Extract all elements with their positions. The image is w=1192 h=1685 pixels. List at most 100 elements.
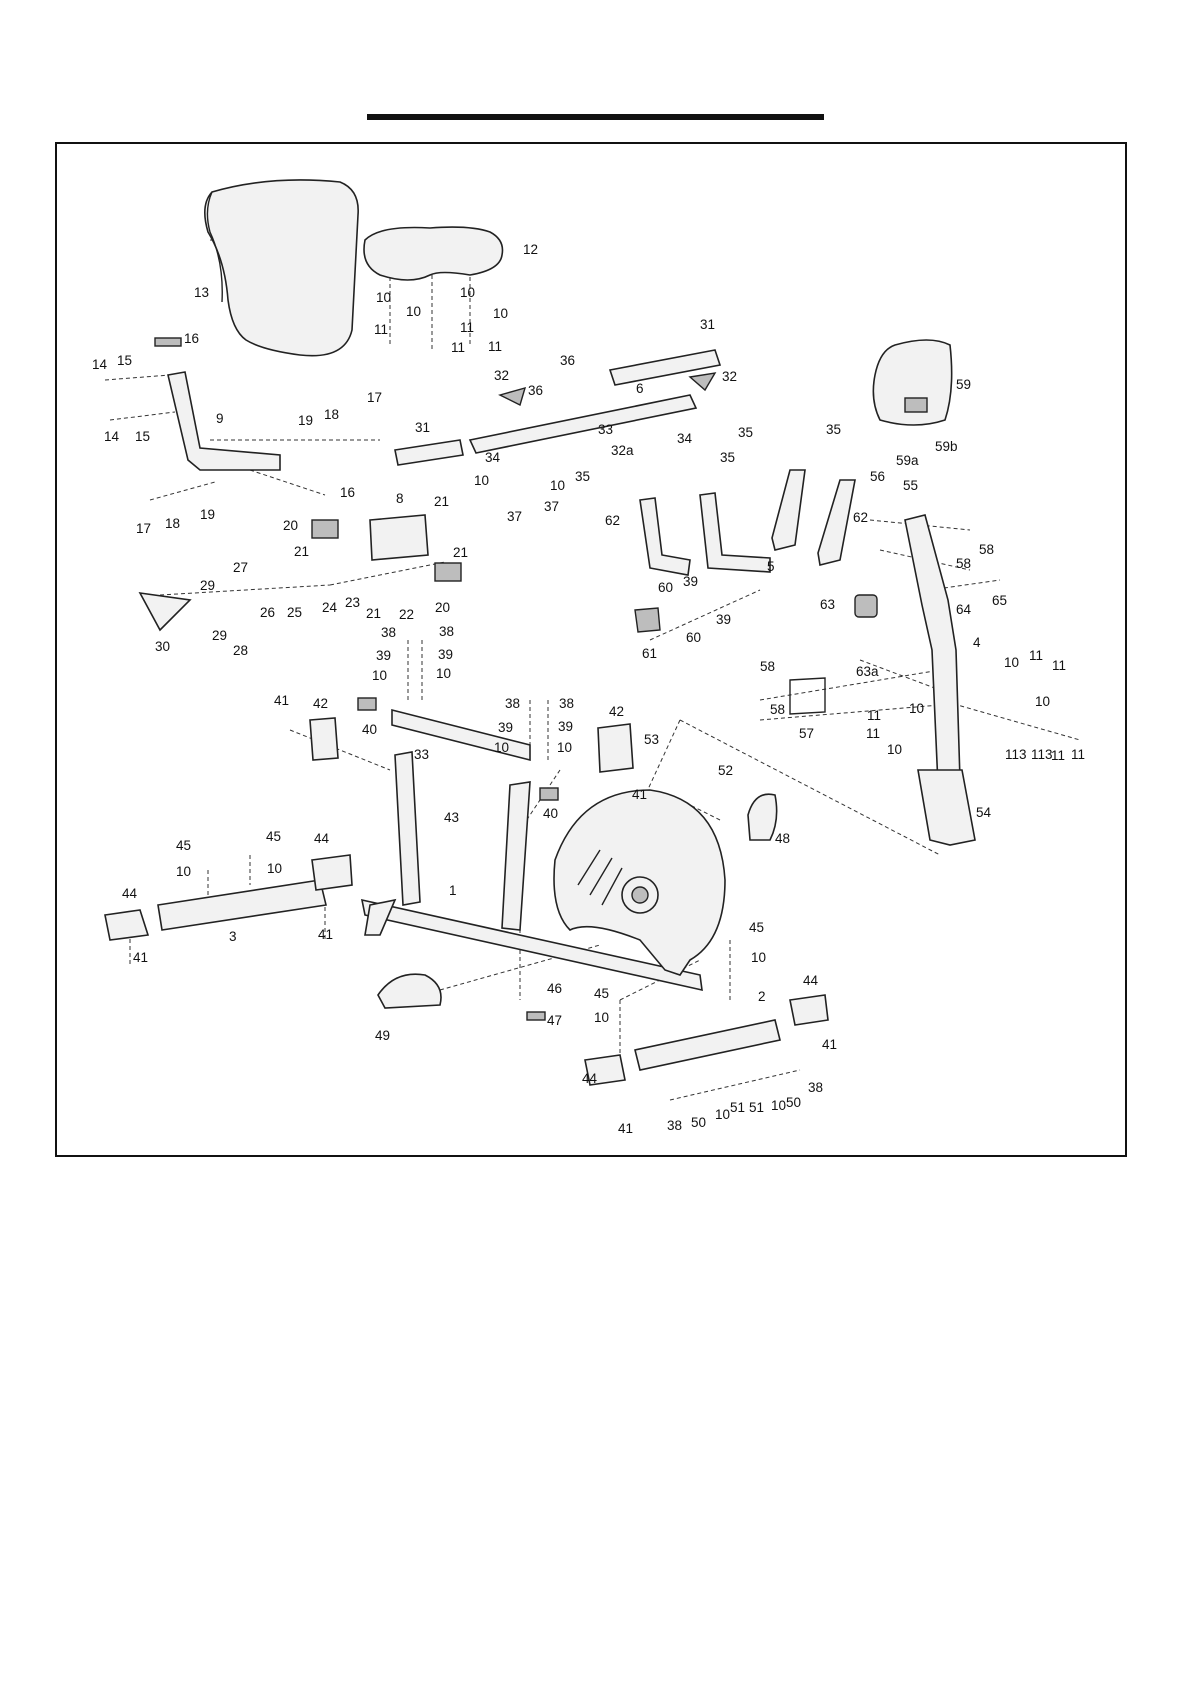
part-label: 41 bbox=[274, 693, 289, 708]
part-label: 11 bbox=[488, 339, 502, 354]
part-label: 23 bbox=[345, 595, 360, 610]
console-mast bbox=[904, 514, 961, 786]
part-label: 62 bbox=[605, 513, 620, 528]
part-label: 44 bbox=[803, 973, 819, 988]
part-label: 45 bbox=[176, 838, 191, 853]
part-label: 37 bbox=[507, 509, 522, 524]
part-label: 32 bbox=[494, 368, 509, 383]
part-label: 26 bbox=[260, 605, 275, 620]
part-label: 41 bbox=[133, 950, 148, 965]
part-label: 56 bbox=[870, 469, 885, 484]
part-label: 52 bbox=[718, 763, 733, 778]
front-handles bbox=[639, 469, 856, 576]
part-label: 55 bbox=[903, 478, 918, 493]
main-frame bbox=[360, 708, 703, 992]
part-label: 41 bbox=[632, 787, 647, 802]
part-label: 45 bbox=[266, 829, 281, 844]
part-label: 113 bbox=[1005, 747, 1027, 762]
part-label: 65 bbox=[992, 593, 1007, 608]
part-label: 48 bbox=[775, 831, 790, 846]
part-label: 59b bbox=[935, 439, 958, 454]
part-label: 39 bbox=[376, 648, 391, 663]
part-label: 10 bbox=[1035, 694, 1050, 709]
part-label: 19 bbox=[200, 507, 215, 522]
seat bbox=[363, 226, 504, 281]
part-label: 11 bbox=[374, 322, 388, 337]
leveler bbox=[526, 1011, 546, 1021]
seat-bracket bbox=[154, 337, 281, 471]
part-label: 10 bbox=[372, 668, 387, 683]
bracket-57 bbox=[789, 677, 826, 715]
part-label: 60 bbox=[686, 630, 701, 645]
part-label: 39 bbox=[683, 574, 698, 589]
part-label: 50 bbox=[691, 1115, 706, 1130]
part-label: 34 bbox=[485, 450, 501, 465]
part-label: 10 bbox=[494, 740, 509, 755]
part-label: 113 bbox=[1031, 747, 1053, 762]
part-label: 20 bbox=[435, 600, 450, 615]
part-label: 8 bbox=[396, 491, 404, 506]
part-label: 41 bbox=[822, 1037, 837, 1052]
part-label: 42 bbox=[313, 696, 328, 711]
knobs bbox=[634, 594, 878, 633]
part-label: 21 bbox=[453, 545, 468, 560]
part-label: 16 bbox=[184, 331, 199, 346]
part-label: 12 bbox=[523, 242, 538, 257]
part-label: 46 bbox=[547, 981, 562, 996]
part-label: 47 bbox=[547, 1013, 562, 1028]
part-label: 10 bbox=[771, 1098, 786, 1113]
part-label: 58 bbox=[956, 556, 971, 571]
part-label: 2 bbox=[758, 989, 766, 1004]
part-label: 22 bbox=[399, 607, 414, 622]
pedals bbox=[377, 793, 778, 1009]
part-label: 50 bbox=[786, 1095, 801, 1110]
part-label: 38 bbox=[439, 624, 454, 639]
part-label: 21 bbox=[434, 494, 449, 509]
title-rule bbox=[367, 114, 824, 120]
part-label: 33 bbox=[414, 747, 429, 762]
flywheel-housing bbox=[553, 789, 726, 976]
part-label: 17 bbox=[136, 521, 151, 536]
part-label: 11 bbox=[1029, 648, 1043, 663]
part-label: 11 bbox=[1051, 748, 1065, 763]
part-label: 59 bbox=[956, 377, 971, 392]
part-label: 44 bbox=[314, 831, 330, 846]
part-label: 25 bbox=[287, 605, 302, 620]
part-label: 39 bbox=[716, 612, 731, 627]
part-label: 39 bbox=[498, 720, 513, 735]
part-label: 20 bbox=[283, 518, 298, 533]
part-label: 14 bbox=[92, 357, 108, 372]
part-label: 10 bbox=[1004, 655, 1019, 670]
part-label: 35 bbox=[720, 450, 735, 465]
part-label: 21 bbox=[294, 544, 309, 559]
part-label: 40 bbox=[362, 722, 377, 737]
diagram-frame bbox=[55, 142, 1127, 1157]
part-label: 10 bbox=[751, 950, 766, 965]
part-label: 38 bbox=[808, 1080, 823, 1095]
part-label: 11 bbox=[460, 320, 474, 335]
part-label: 10 bbox=[493, 306, 508, 321]
part-label: 54 bbox=[976, 805, 992, 820]
part-label: 61 bbox=[642, 646, 657, 661]
part-label: 40 bbox=[543, 806, 558, 821]
part-label: 38 bbox=[667, 1118, 682, 1133]
part-label: 9 bbox=[216, 411, 224, 426]
part-label: 41 bbox=[318, 927, 333, 942]
part-label: 35 bbox=[826, 422, 841, 437]
part-label: 14 bbox=[104, 429, 120, 444]
part-label: 28 bbox=[233, 643, 248, 658]
part-label: 34 bbox=[677, 431, 693, 446]
part-label: 64 bbox=[956, 602, 972, 617]
part-label: 30 bbox=[155, 639, 170, 654]
part-label: 11 bbox=[1052, 658, 1066, 673]
part-label: 15 bbox=[135, 429, 150, 444]
part-label: 44 bbox=[582, 1071, 598, 1086]
part-label: 10 bbox=[594, 1010, 609, 1025]
part-label: 10 bbox=[406, 304, 421, 319]
part-label: 1 bbox=[449, 883, 457, 898]
part-label: 11 bbox=[866, 726, 880, 741]
part-label: 33 bbox=[598, 422, 613, 437]
part-label: 29 bbox=[200, 578, 215, 593]
